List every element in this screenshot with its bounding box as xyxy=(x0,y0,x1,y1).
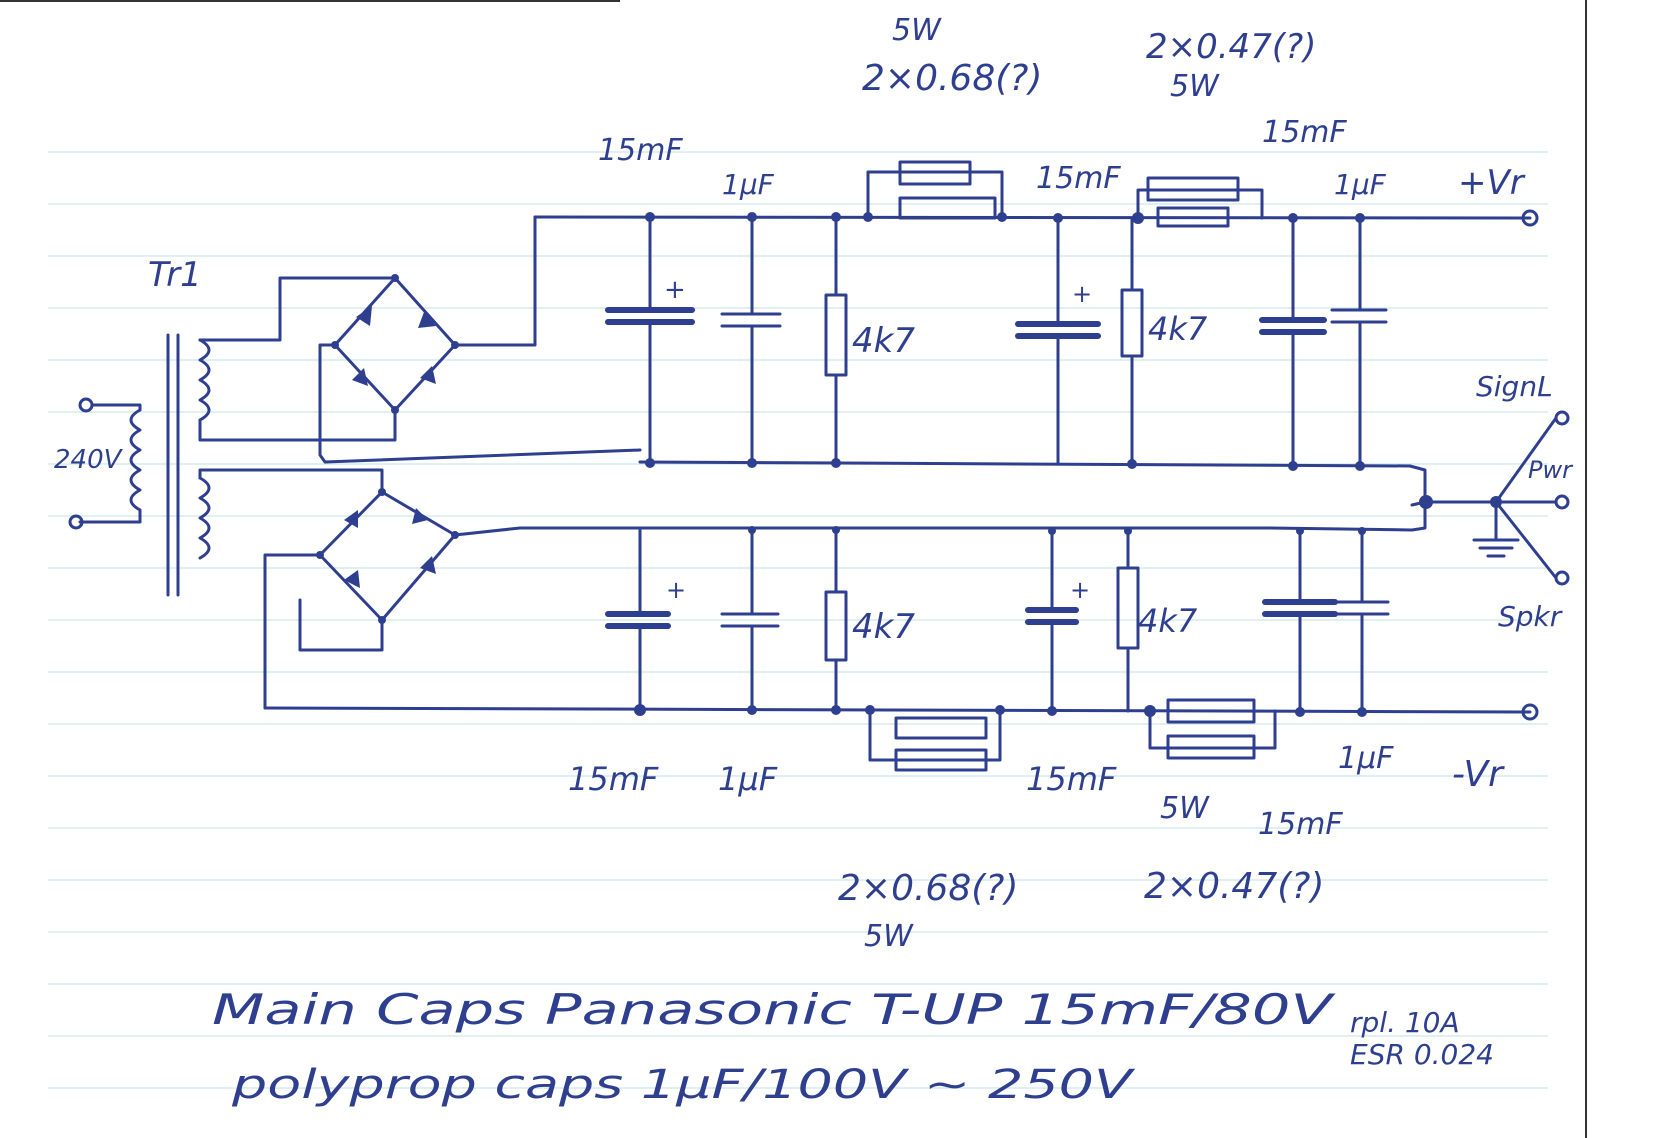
bridge-rectifier-top xyxy=(198,215,642,464)
note-esr: ESR 0.024 xyxy=(1350,1038,1494,1071)
star-ground xyxy=(1268,410,1570,586)
label-top-res1-power: 5W xyxy=(892,13,942,48)
positive-rail xyxy=(533,215,1532,220)
label-bottom-res2-power: 5W xyxy=(1160,791,1210,826)
label-bottom-cap5: 1μF xyxy=(1338,741,1394,776)
label-power-ground: Pwr xyxy=(1528,456,1574,484)
transformer-tr1 xyxy=(68,333,211,597)
speaker-ground-terminal xyxy=(1554,570,1570,586)
label-bottom-res2-value: 2×0.47(?) xyxy=(1144,866,1324,907)
footnote-main-caps: Main Caps Panasonic T-UP 15mF/80V xyxy=(212,985,1337,1034)
label-top-res2-power: 5W xyxy=(1170,69,1220,104)
svg-text:+: + xyxy=(664,275,686,305)
secondary-coil-bottom xyxy=(198,476,211,560)
label-bottom-res1-value: 2×0.68(?) xyxy=(838,868,1018,909)
negative-rail xyxy=(263,706,1532,714)
svg-text:+: + xyxy=(666,576,686,604)
label-bleeder-4: 4k7 xyxy=(1138,602,1198,640)
label-top-cap5: 1μF xyxy=(1334,168,1387,201)
mains-terminal-top xyxy=(78,397,94,413)
label-signal-ground: SignL xyxy=(1476,370,1553,403)
footnote-polyprop-caps: polyprop caps 1μF/100V ~ 250V xyxy=(231,1062,1136,1108)
svg-text:+: + xyxy=(1072,280,1092,308)
label-bottom-cap4: 15mF xyxy=(1258,807,1343,842)
ground-rail-top xyxy=(638,460,1412,468)
label-bleeder-1: 4k7 xyxy=(852,321,915,361)
ruled-lines xyxy=(48,151,1548,1089)
mains-terminal-bottom xyxy=(68,514,84,530)
negative-output-terminal xyxy=(1521,703,1539,721)
label-negative-output: -Vr xyxy=(1452,754,1505,795)
label-bleeder-3: 4k7 xyxy=(852,607,915,647)
label-bottom-res1-power: 5W xyxy=(864,919,914,954)
power-ground-terminal xyxy=(1554,494,1570,510)
label-top-cap1: 15mF xyxy=(598,133,683,168)
label-top-cap2: 1μF xyxy=(722,168,775,201)
primary-coil xyxy=(129,408,142,512)
label-bleeder-2: 4k7 xyxy=(1148,310,1208,348)
label-top-res1-value: 2×0.68(?) xyxy=(862,58,1042,99)
label-bottom-cap3: 15mF xyxy=(1026,760,1117,798)
label-positive-output: +Vr xyxy=(1458,163,1526,203)
positive-output-terminal xyxy=(1521,209,1539,227)
note-ripple-current: rpl. 10A xyxy=(1350,1006,1460,1039)
signal-ground-terminal xyxy=(1554,410,1570,426)
transformer-label: Tr1 xyxy=(148,255,202,295)
label-bottom-cap2: 1μF xyxy=(718,760,778,798)
mains-voltage-label: 240V xyxy=(54,445,124,475)
label-top-res2-value: 2×0.47(?) xyxy=(1146,27,1316,67)
secondary-coil-top xyxy=(198,338,211,422)
bottom-components: + + xyxy=(605,526,1390,772)
label-top-cap3: 15mF xyxy=(1036,161,1121,196)
label-top-cap4: 15mF xyxy=(1262,115,1347,150)
top-components: + + xyxy=(605,160,1388,471)
bridge-rectifier-bottom xyxy=(198,468,1272,710)
label-speaker-ground: Spkr xyxy=(1498,600,1563,633)
svg-text:+: + xyxy=(1070,576,1090,604)
label-bottom-cap1: 15mF xyxy=(568,760,659,798)
